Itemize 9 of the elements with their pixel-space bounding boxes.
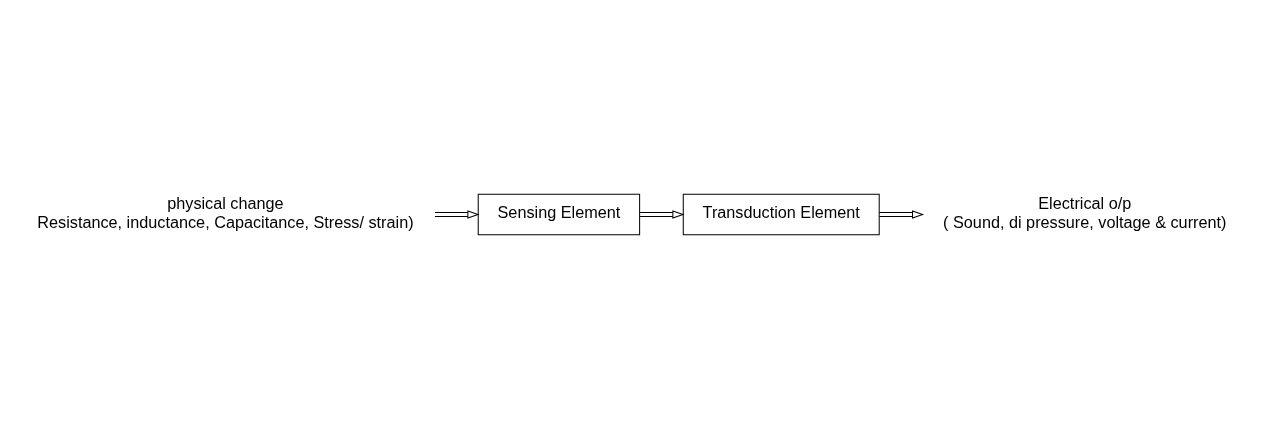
arrow (434, 209, 480, 219)
node-label: ( Sound, di pressure, voltage & current) (943, 211, 1227, 230)
node-box: Transduction Element (682, 193, 880, 235)
node-text: physical change (167, 193, 284, 212)
node-box: Sensing Element (477, 193, 641, 235)
arrow (639, 209, 685, 219)
node-label: Resistance, inductance, Capacitance, Stress/ strain) (37, 211, 414, 230)
node-text: Electrical o/p (1038, 193, 1132, 212)
arrow (878, 209, 925, 219)
